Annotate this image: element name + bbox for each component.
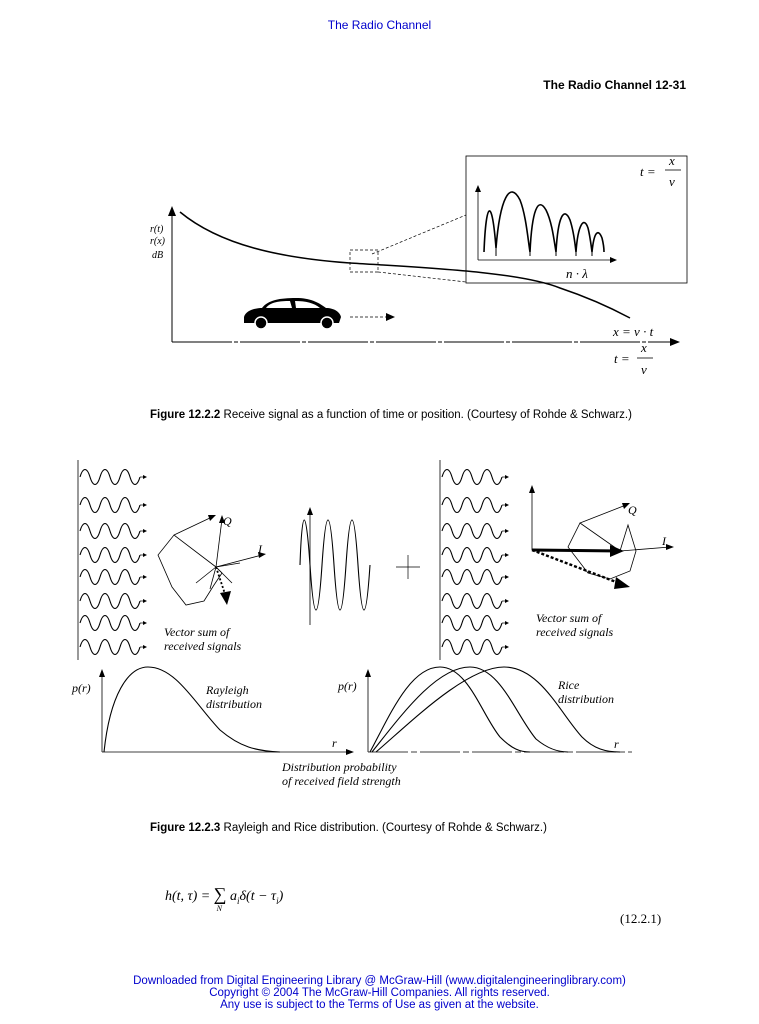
wavelet xyxy=(79,568,148,586)
inset-panel xyxy=(465,155,688,284)
q-label-right: Q xyxy=(628,503,637,517)
wavelet xyxy=(441,496,510,514)
wavelet xyxy=(79,546,148,564)
vector-sum-right-2: received signals xyxy=(536,625,614,639)
inset-t-lhs: t = xyxy=(640,164,656,179)
fading-curve xyxy=(483,191,605,253)
rice-label-1: Rice xyxy=(557,678,580,692)
wavelet xyxy=(79,468,148,486)
rice-y-arrow xyxy=(365,669,371,677)
i-label-left: I xyxy=(257,542,263,556)
inset-y-arrow xyxy=(475,185,481,192)
inset-x-arrow xyxy=(610,257,617,263)
rayleigh-label-2: distribution xyxy=(206,697,262,711)
y-label-rt: r(t) xyxy=(150,224,164,235)
top-link[interactable]: The Radio Channel xyxy=(327,18,432,32)
zoom-line-bottom xyxy=(377,271,467,283)
wavelet xyxy=(79,522,148,540)
caption-figure-12-2-3: Figure 12.2.3 Rayleigh and Rice distribu… xyxy=(150,822,547,834)
inset-frac-num: x xyxy=(668,153,675,168)
wavelet xyxy=(441,468,510,486)
t-frac-den: v xyxy=(641,362,647,377)
pr-right: p(r) xyxy=(337,679,357,693)
vector-sum-left-2: received signals xyxy=(164,639,242,653)
rice-label-2: distribution xyxy=(558,692,614,706)
wavelet xyxy=(441,592,510,610)
phasor-left xyxy=(157,515,266,606)
n-lambda-label: n · λ xyxy=(566,266,588,281)
y-axis-arrow xyxy=(168,206,176,216)
wavelet xyxy=(441,522,510,540)
zoom-line-top xyxy=(371,214,467,255)
q-label-left: Q xyxy=(223,514,232,528)
wavelet xyxy=(441,638,510,656)
car-icon xyxy=(244,298,341,330)
equation-12-2-1: h(t, τ) = ∑ N aiδ(t − τi) xyxy=(165,884,284,913)
wavelet xyxy=(79,638,148,656)
x-eq-label: x = v · t xyxy=(612,324,654,339)
rice-curve-1 xyxy=(369,666,531,753)
footer-line-1[interactable]: Downloaded from Digital Engineering Libr… xyxy=(133,975,626,987)
rice-curve-2 xyxy=(371,666,569,753)
motion-arrow-head xyxy=(386,313,395,321)
inset-frac-den: v xyxy=(669,174,675,189)
rayleigh-x-arrow xyxy=(346,749,354,755)
wavelet xyxy=(441,614,510,632)
vector-sum-right-1: Vector sum of xyxy=(536,611,603,625)
rayleigh-label-1: Rayleigh xyxy=(205,683,249,697)
rice-curve-3 xyxy=(375,666,621,753)
figure-12-2-2: r(t) r(x) dB t = x v n · λ x = v · t t =… xyxy=(150,153,688,377)
footer: Downloaded from Digital Engineering Libr… xyxy=(0,975,759,1011)
rayleigh-curve xyxy=(103,666,281,753)
r-right: r xyxy=(614,737,619,751)
caption-figure-12-2-2: Figure 12.2.2 Receive signal as a functi… xyxy=(150,409,632,421)
wavelet xyxy=(79,614,148,632)
footer-line-2: Copyright © 2004 The McGraw-Hill Compani… xyxy=(209,987,550,999)
signal-curve xyxy=(179,211,631,319)
dist-prob-2: of received field strength xyxy=(282,774,401,788)
t-eq-lhs: t = xyxy=(614,351,630,366)
phasor-right xyxy=(529,485,674,589)
y-label-rx: r(x) xyxy=(150,236,166,247)
equation-number: (12.2.1) xyxy=(620,911,662,926)
i-label-right: I xyxy=(661,534,667,548)
wavelet xyxy=(79,496,148,514)
center-wave-arrow xyxy=(307,507,313,515)
wavelet xyxy=(441,568,510,586)
rayleigh-y-arrow xyxy=(99,669,105,677)
dist-prob-1: Distribution probability xyxy=(281,760,397,774)
wavelet xyxy=(79,592,148,610)
x-axis-arrow xyxy=(670,338,680,346)
running-head: The Radio Channel 12-31 xyxy=(543,78,686,92)
y-label-db: dB xyxy=(152,250,163,261)
t-frac-num: x xyxy=(640,340,647,355)
r-left: r xyxy=(332,736,337,750)
footer-line-3[interactable]: Any use is subject to the Terms of Use a… xyxy=(220,999,539,1011)
figure-12-2-3: Q I Vector sum of received signals Q I V… xyxy=(71,460,674,788)
center-wave xyxy=(299,519,371,611)
wavelet xyxy=(441,546,510,564)
pr-left: p(r) xyxy=(71,681,91,695)
vector-sum-left-1: Vector sum of xyxy=(164,625,231,639)
